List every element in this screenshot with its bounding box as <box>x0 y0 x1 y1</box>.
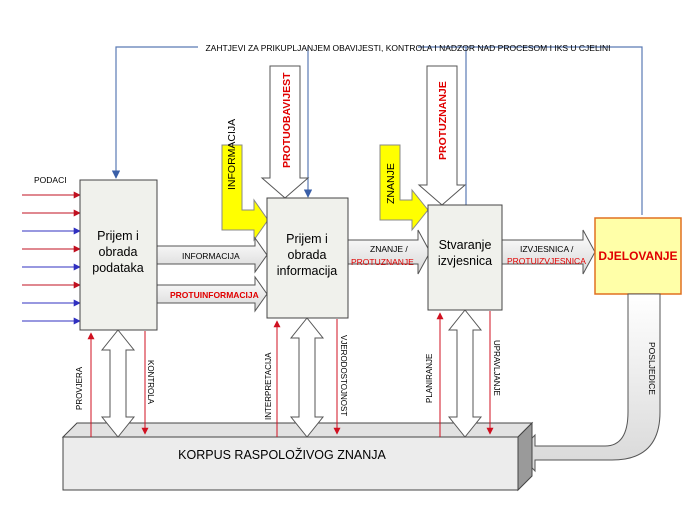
action-label: DJELOVANJE <box>598 249 677 263</box>
yellow-input-arrows <box>221 144 429 242</box>
corpus-bar: KORPUS RASPOLOŽIVOG ZNANJA <box>61 421 534 492</box>
consequences-label: POSLJEDICE <box>647 342 657 395</box>
feedback-loop: ZAHTJEVI ZA PRIKUPLJANJEM OBAVIJESTI, KO… <box>111 43 643 215</box>
corpus-label: KORPUS RASPOLOŽIVOG ZNANJA <box>178 447 386 462</box>
processing-line-1: Prijem i <box>286 232 328 246</box>
counter-notice-label: PROTUOBAVIJEST <box>281 72 293 168</box>
reporting-line-2: izvjesnica <box>438 254 492 268</box>
feedback-label: ZAHTJEVI ZA PRIKUPLJANJEM OBAVIJESTI, KO… <box>205 43 610 53</box>
corpus-link-lines <box>87 311 494 437</box>
top-block-arrows <box>260 65 467 206</box>
reliability-label: VJERODOSTOJNOST <box>339 335 348 416</box>
reports-flow-label: IZVJESNICA / <box>520 244 574 254</box>
check-label: PROVJERA <box>75 366 84 410</box>
reception-line-1: Prijem i <box>97 229 139 243</box>
consequences-arrow: POSLJEDICE <box>517 293 661 473</box>
corpus-double-arrows <box>100 309 483 438</box>
interpretation-label: INTERPRETACIJA <box>264 352 273 420</box>
counter-knowledge-in-label: PROTUZNANJE <box>437 81 449 160</box>
management-label: UPRAVLJANJE <box>492 340 501 396</box>
data-inputs: PODACI <box>22 175 81 325</box>
counter-information-flow-label: PROTUINFORMACIJA <box>170 290 259 300</box>
control-label: KONTROLA <box>146 360 155 405</box>
reporting-box: Stvaranje izvjesnica <box>427 204 503 311</box>
counter-reports-flow-label: PROTUIZVJESNICA <box>507 256 586 266</box>
processing-line-3: informacija <box>277 264 337 278</box>
counter-knowledge-flow-label: PROTUZNANJE <box>351 257 414 267</box>
information-flow-label: INFORMACIJA <box>182 251 240 261</box>
processing-box: Prijem i obrada informacija <box>266 197 349 319</box>
reception-line-3: podataka <box>92 261 143 275</box>
reporting-line-1: Stvaranje <box>439 238 492 252</box>
processing-line-2: obrada <box>288 248 327 262</box>
planning-label: PLANIRANJE <box>425 354 434 403</box>
reception-box: Prijem i obrada podataka <box>79 179 158 331</box>
knowledge-in-label: ZNANJE <box>385 163 397 204</box>
reception-line-2: obrada <box>99 245 138 259</box>
horizontal-flows <box>156 229 596 313</box>
information-in-label: INFORMACIJA <box>226 119 238 190</box>
inputs-label: PODACI <box>34 175 67 185</box>
action-box: DJELOVANJE <box>594 217 682 295</box>
knowledge-flow-label: ZNANJE / <box>370 244 408 254</box>
